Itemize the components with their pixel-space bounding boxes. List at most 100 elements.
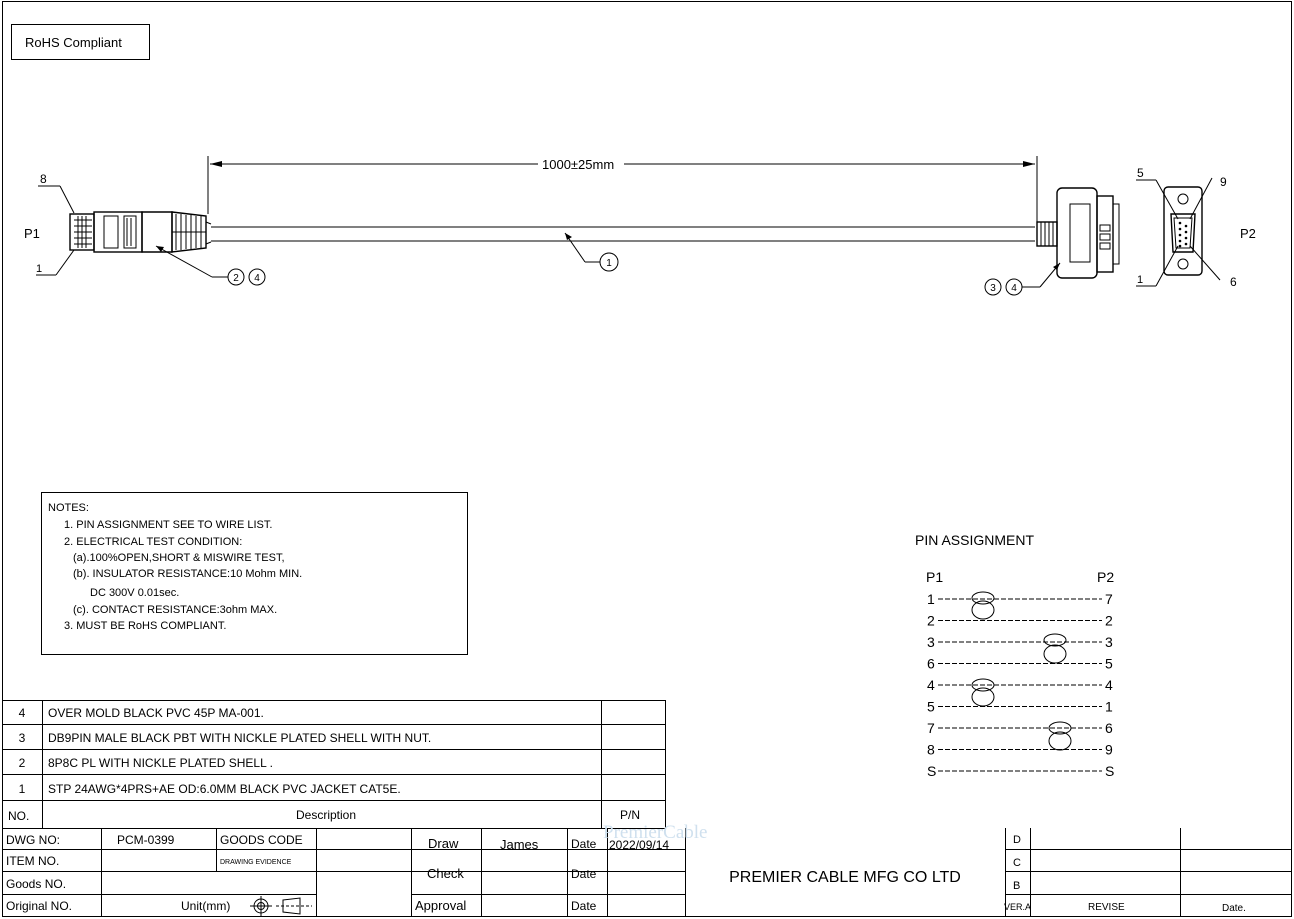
db9-connector-p2-side — [1036, 187, 1120, 279]
bom-row-no: 1 — [19, 782, 26, 796]
note-line: (b). INSULATOR RESISTANCE:10 Mohm MIN. — [73, 568, 302, 580]
rj45-connector-p1: P1 8 1 — [24, 172, 212, 276]
notes-box: NOTES: 1. PIN ASSIGNMENT SEE TO WIRE LIS… — [41, 492, 468, 655]
notes-title: NOTES: — [48, 502, 89, 514]
projection-symbol — [250, 896, 312, 916]
title-block: DWG NO: PCM-0399 GOODS CODE ITEM NO. DRA… — [2, 822, 1292, 917]
callout-p1-parts: 2 4 — [155, 245, 266, 286]
pin-row-left: 3 — [927, 634, 935, 650]
bom-row-description: OVER MOLD BLACK PVC 45P MA-001. — [48, 706, 264, 720]
pin-row-right: 3 — [1105, 634, 1113, 650]
p2-pin-9-label: 9 — [1220, 175, 1227, 189]
draw-by: James — [500, 837, 539, 852]
bom-table: 4 OVER MOLD BLACK PVC 45P MA-001. 3 DB9P… — [2, 700, 666, 829]
item-no-label: ITEM NO. — [6, 854, 59, 868]
pin-row-left: S — [927, 763, 936, 779]
note-line: DC 300V 0.01sec. — [90, 587, 179, 599]
original-no-label: Original NO. — [6, 899, 72, 913]
db9-connector-p2-face: 5 9 1 6 P2 — [1136, 166, 1256, 289]
pin-row-right: 1 — [1105, 699, 1113, 715]
p1-pin-bottom-label: 1 — [36, 263, 42, 275]
pin-row-left: 6 — [927, 656, 935, 672]
pin-row-left: 2 — [927, 613, 935, 629]
date-label: Date — [571, 837, 597, 851]
note-line: 2. ELECTRICAL TEST CONDITION: — [64, 536, 242, 548]
pin-row-left: 1 — [927, 591, 935, 607]
bom-header-description: Description — [296, 808, 356, 822]
pin-row-right: 5 — [1105, 656, 1113, 672]
revise-label: REVISE — [1088, 902, 1125, 913]
draw-date: 2022/09/14 — [609, 838, 669, 852]
callout-p2-b: 4 — [1011, 283, 1017, 294]
bom-row-no: 2 — [19, 756, 26, 770]
pin-row-left: 8 — [927, 742, 935, 758]
check-label: Check — [427, 866, 464, 881]
cable-body — [211, 226, 1035, 242]
callout-p1-a: 2 — [233, 273, 239, 284]
p2-pin-5-label: 5 — [1137, 166, 1144, 180]
note-line: (a).100%OPEN,SHORT & MISWIRE TEST, — [73, 552, 285, 564]
length-dimension-text: 1000±25mm — [542, 157, 614, 172]
goods-no-label: Goods NO. — [6, 877, 66, 891]
pin-row-right: 9 — [1105, 742, 1113, 758]
pin-row-left: 4 — [927, 677, 935, 693]
ver-label: VER.A — [1004, 902, 1031, 912]
callout-cable: 1 — [564, 232, 619, 272]
callout-cable-number: 1 — [606, 258, 612, 269]
pin-row-right: 6 — [1105, 720, 1113, 736]
length-dimension: 1000±25mm — [207, 156, 1038, 222]
p2-label: P2 — [1240, 226, 1256, 241]
unit-label: Unit(mm) — [181, 899, 230, 913]
watermark: PremierCable — [603, 822, 707, 843]
dwg-no-label: DWG NO: — [6, 833, 60, 847]
approval-label: Approval — [415, 898, 466, 913]
p2-pin-1-label: 1 — [1137, 274, 1143, 286]
date-column-label: Date. — [1222, 903, 1246, 914]
twisted-pair-markers — [971, 591, 1072, 751]
cable-drawing: 1000±25mm P1 8 1 — [24, 156, 1256, 296]
callout-p1-b: 4 — [254, 273, 260, 284]
p2-pin-6-label: 6 — [1230, 275, 1237, 289]
p1-pin-top-label: 8 — [40, 172, 47, 186]
pin-row-right: 4 — [1105, 677, 1113, 693]
bom-row-description: STP 24AWG*4PRS+AE OD:6.0MM BLACK PVC JAC… — [48, 782, 401, 796]
rev-letter: C — [1013, 857, 1021, 869]
note-line: 3. MUST BE RoHS COMPLIANT. — [64, 620, 226, 632]
pin-row-right: S — [1105, 763, 1114, 779]
note-line: 1. PIN ASSIGNMENT SEE TO WIRE LIST. — [64, 519, 272, 531]
callout-p2-parts: 3 4 — [984, 262, 1061, 296]
draw-label: Draw — [428, 836, 459, 851]
pin-row-left: 7 — [927, 720, 935, 736]
pin-assignment-header-p1: P1 — [926, 569, 943, 585]
p1-label: P1 — [24, 226, 40, 241]
bom-row-description: DB9PIN MALE BLACK PBT WITH NICKLE PLATED… — [48, 731, 431, 745]
goods-code-label: GOODS CODE — [220, 833, 303, 847]
note-line: (c). CONTACT RESISTANCE:3ohm MAX. — [73, 604, 277, 616]
pin-row-right: 2 — [1105, 613, 1113, 629]
rev-letter: B — [1013, 880, 1020, 892]
callout-p2-a: 3 — [990, 283, 996, 294]
pin-row-left: 5 — [927, 699, 935, 715]
bom-header-pn: P/N — [620, 808, 640, 822]
dwg-no-value: PCM-0399 — [117, 833, 175, 847]
date-label: Date — [571, 867, 597, 881]
drawing-evidence-label: DRAWING EVIDENCE — [220, 859, 292, 866]
date-label: Date — [571, 899, 597, 913]
bom-row-no: 4 — [19, 706, 26, 720]
rohs-badge: RoHS Compliant — [11, 24, 150, 60]
company-name: PREMIER CABLE MFG CO LTD — [729, 869, 961, 886]
bom-header-no: NO. — [8, 809, 29, 823]
rohs-badge-text: RoHS Compliant — [25, 35, 122, 50]
